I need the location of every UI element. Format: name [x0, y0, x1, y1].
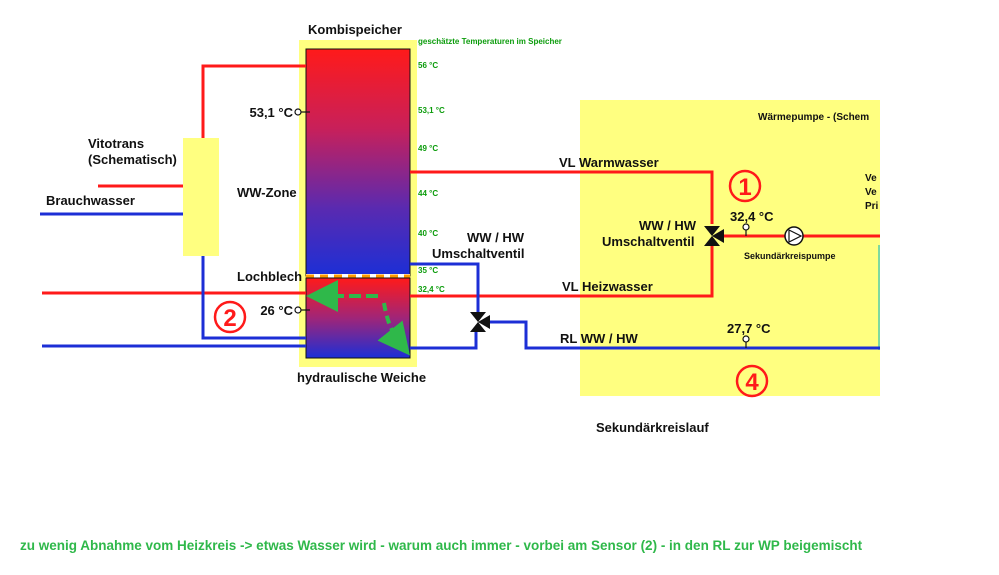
pipe-vl-warmwasser: [410, 170, 714, 224]
temp-scale-6: 35 °C: [418, 266, 438, 275]
temps-heading: geschätzte Temperaturen im Speicher: [418, 37, 562, 46]
wp-valve-label-1: WW / HW: [639, 218, 697, 233]
vl-heizwasser-label: VL Heizwasser: [562, 279, 653, 294]
badge-1: 1: [728, 169, 762, 203]
vitotrans-label-1: Vitotrans: [88, 136, 144, 151]
temp-scale-3: 49 °C: [418, 144, 438, 153]
pipe-weiche-bottom: [410, 332, 478, 350]
temp-scale-1: 56 °C: [418, 61, 438, 70]
badge-4: 4: [735, 364, 769, 398]
wp-title: Wärmepumpe - (Schem: [758, 112, 869, 123]
weiche-label: hydraulische Weiche: [297, 370, 426, 385]
badge-4-text: 4: [745, 369, 759, 396]
sensor-top-value: 53,1 °C: [249, 105, 293, 120]
valve-left-label-2: Umschaltventil: [432, 246, 524, 261]
wp-sensor-rl-value: 27,7 °C: [727, 321, 771, 336]
badge-2: 2: [213, 300, 247, 334]
sensor-bottom-value: 26 °C: [260, 303, 293, 318]
umschaltventil-right-icon: [704, 226, 724, 246]
sekundaerkreis-label: Sekundärkreislauf: [596, 420, 709, 435]
flow-arrow-down: [377, 302, 410, 356]
lochblech-plate: [306, 274, 410, 278]
wp-right-text-3: Pri: [865, 201, 879, 212]
storage-weiche-zone: [305, 277, 411, 359]
sensor-bottom-icon: [294, 306, 302, 314]
wp-right-text-2: Ve: [865, 187, 877, 198]
wp-right-text-1: Ve: [865, 173, 877, 184]
badge-1-text: 1: [738, 174, 751, 201]
temp-scale-5: 40 °C: [418, 229, 438, 238]
pipe-valve-rl: [488, 320, 880, 350]
storage-ww-zone: [305, 48, 411, 277]
vl-warmwasser-label: VL Warmwasser: [559, 155, 659, 170]
wp-sensor-vl-value: 32,4 °C: [730, 209, 774, 224]
green-flow-arrows: [306, 280, 410, 356]
sensor-vl-icon: [742, 223, 750, 231]
badge-2-text: 2: [223, 305, 236, 332]
ww-zone-label: WW-Zone: [237, 185, 297, 200]
valve-left-label-1: WW / HW: [467, 230, 525, 245]
caption: zu wenig Abnahme vom Heizkreis -> etwas …: [20, 538, 863, 553]
umschaltventil-left-icon: [470, 312, 490, 332]
temp-scale-4: 44 °C: [418, 189, 438, 198]
pipe-weiche-to-valve: [410, 262, 480, 312]
pipe-vitotrans-feed: [201, 64, 306, 138]
sensor-rl-icon: [742, 335, 750, 343]
pipe-vitotrans-return: [201, 256, 306, 340]
sensor-icons: [294, 108, 750, 348]
rl-ww-hw-label: RL WW / HW: [560, 331, 638, 346]
lochblech-label: Lochblech: [237, 269, 302, 284]
blue-pipes: [40, 212, 880, 350]
sensor-top-icon: [294, 108, 302, 116]
brauchwasser-label: Brauchwasser: [46, 193, 135, 208]
vitotrans-label-2: (Schematisch): [88, 152, 177, 167]
pipe-vl-heizwasser-right: [410, 246, 714, 298]
vitotrans-box: [183, 138, 219, 256]
diagram-title: Kombispeicher: [308, 22, 402, 37]
pump-icon: [784, 226, 804, 246]
wp-valve-label-2: Umschaltventil: [602, 234, 694, 249]
temp-scale-7: 32,4 °C: [418, 285, 445, 294]
temp-scale-2: 53,1 °C: [418, 106, 445, 115]
pump-label: Sekundärkreispumpe: [744, 251, 836, 261]
